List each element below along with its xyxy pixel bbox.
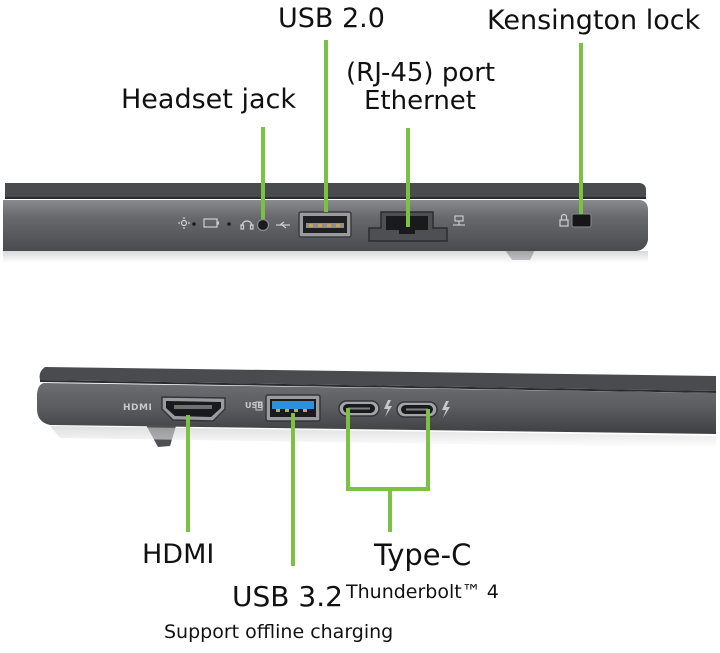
usb-logo-icon: USB xyxy=(245,401,263,411)
callout-lines xyxy=(186,40,583,566)
label-usb32: USB 3.2 xyxy=(232,580,343,613)
label-usb20: USB 2.0 xyxy=(278,3,385,34)
label-rj45-port: (RJ-45) port xyxy=(346,58,496,88)
battery-led xyxy=(227,222,231,226)
type-c-port-1 xyxy=(338,400,380,417)
label-thunderbolt: Thunderbolt™ 4 xyxy=(346,581,499,603)
label-type-c: Type-C xyxy=(374,538,472,572)
sun-icon xyxy=(178,217,190,229)
thunderbolt-icon-2 xyxy=(442,401,450,418)
bottom-laptop: HDMI USB xyxy=(37,367,717,448)
kensington-slot xyxy=(571,213,592,228)
usb-icon xyxy=(276,221,290,229)
label-offline-charging: Support offline charging xyxy=(164,621,394,643)
network-icon xyxy=(453,215,465,226)
hdmi-logo: HDMI xyxy=(123,403,152,413)
type-c-port-2 xyxy=(396,401,438,418)
lock-icon xyxy=(559,213,569,227)
status-led xyxy=(192,222,196,226)
bottom-lid xyxy=(39,367,717,391)
label-hdmi: HDMI xyxy=(142,539,215,570)
label-headset-jack: Headset jack xyxy=(121,84,296,115)
hdmi-port xyxy=(161,396,226,422)
usb20-port xyxy=(298,211,352,238)
headset-jack xyxy=(256,218,270,232)
usb32-port xyxy=(265,394,321,422)
label-ethernet: Ethernet xyxy=(364,86,476,116)
battery-icon xyxy=(203,218,219,228)
thunderbolt-icon-1 xyxy=(384,400,392,417)
top-laptop xyxy=(3,183,648,263)
svg-text:USB: USB xyxy=(245,401,263,410)
headset-icon xyxy=(240,220,254,230)
label-kensington-lock: Kensington lock xyxy=(487,5,701,36)
